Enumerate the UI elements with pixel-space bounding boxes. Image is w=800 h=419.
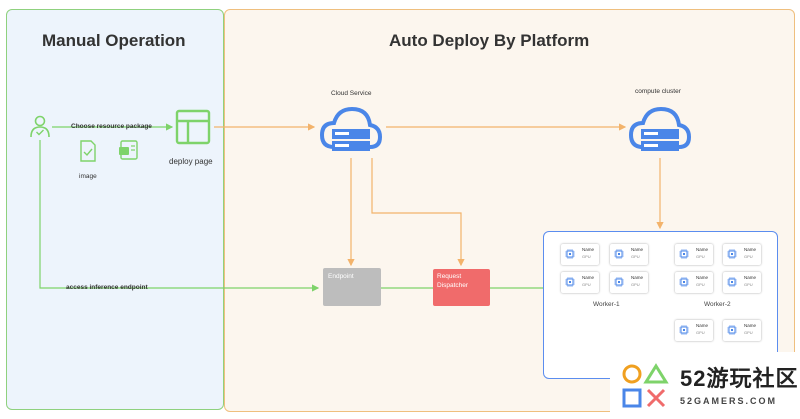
chip-icon	[614, 277, 624, 287]
node-gpu: GPU	[696, 330, 705, 335]
node-gpu: GPU	[744, 254, 753, 259]
watermark-box	[610, 352, 800, 419]
deploy-page-icon	[175, 109, 211, 145]
node-gpu: GPU	[582, 254, 591, 259]
gpu-node: Name GPU	[723, 244, 761, 265]
chip-icon	[727, 325, 737, 335]
watermark-subtext: 52GAMERS.COM	[680, 396, 778, 406]
compute-cluster-icon	[628, 106, 692, 151]
node-gpu: GPU	[744, 330, 753, 335]
node-gpu: GPU	[631, 282, 640, 287]
access-endpoint-arrow	[39, 140, 320, 292]
package-icon	[119, 140, 138, 160]
gpu-node: Name GPU	[675, 272, 713, 293]
endpoint-label: Endpoint	[328, 273, 354, 280]
cloud-service-label: Cloud Service	[331, 90, 372, 97]
node-name: Name	[744, 323, 757, 328]
node-name: Name	[696, 275, 709, 280]
node-gpu: GPU	[696, 282, 705, 287]
node-gpu: GPU	[582, 282, 591, 287]
user-icon	[30, 115, 50, 138]
node-name: Name	[631, 247, 644, 252]
gpu-node: Name GPU	[675, 320, 713, 341]
gpu-node: Name GPU	[561, 244, 599, 265]
node-name: Name	[744, 247, 757, 252]
chip-icon	[679, 277, 689, 287]
deploy-page-label: deploy page	[169, 157, 213, 166]
chip-icon	[727, 249, 737, 259]
chip-icon	[614, 249, 624, 259]
gpu-node: Name GPU	[610, 244, 648, 265]
choose-resource-label: Choose resource package	[71, 123, 152, 130]
gpu-node: Name GPU	[723, 272, 761, 293]
request-dispatcher-label-2: Dispatcher	[437, 282, 469, 289]
node-name: Name	[696, 247, 709, 252]
worker-1-label: Worker-1	[593, 301, 620, 308]
image-file-icon	[80, 140, 96, 162]
node-name: Name	[582, 247, 595, 252]
node-gpu: GPU	[744, 282, 753, 287]
endpoint-box	[323, 268, 381, 306]
gpu-node: Name GPU	[675, 244, 713, 265]
chip-icon	[565, 249, 575, 259]
cloud-service-icon	[319, 106, 383, 151]
chip-icon	[727, 277, 737, 287]
worker-2-label: Worker-2	[704, 301, 731, 308]
gpu-node: Name GPU	[723, 320, 761, 341]
cloud-to-dispatcher-arrow	[371, 158, 465, 267]
gpu-node: Name GPU	[561, 272, 599, 293]
chip-icon	[565, 277, 575, 287]
watermark-logo-icon	[622, 363, 669, 408]
manual-operation-panel	[6, 9, 224, 410]
node-name: Name	[744, 275, 757, 280]
node-name: Name	[696, 323, 709, 328]
gpu-node: Name GPU	[610, 272, 648, 293]
access-endpoint-label: access inference endpoint	[66, 284, 148, 291]
node-name: Name	[631, 275, 644, 280]
auto-deploy-title: Auto Deploy By Platform	[389, 31, 590, 50]
manual-operation-title: Manual Operation	[42, 31, 186, 50]
compute-cluster-label: compute cluster	[635, 88, 681, 95]
node-gpu: GPU	[696, 254, 705, 259]
image-label: image	[79, 173, 97, 180]
request-dispatcher-box	[433, 269, 490, 306]
chip-icon	[679, 325, 689, 335]
node-name: Name	[582, 275, 595, 280]
chip-icon	[679, 249, 689, 259]
watermark-text: 52游玩社区	[680, 366, 799, 391]
request-dispatcher-label-1: Request	[437, 273, 462, 280]
node-gpu: GPU	[631, 254, 640, 259]
